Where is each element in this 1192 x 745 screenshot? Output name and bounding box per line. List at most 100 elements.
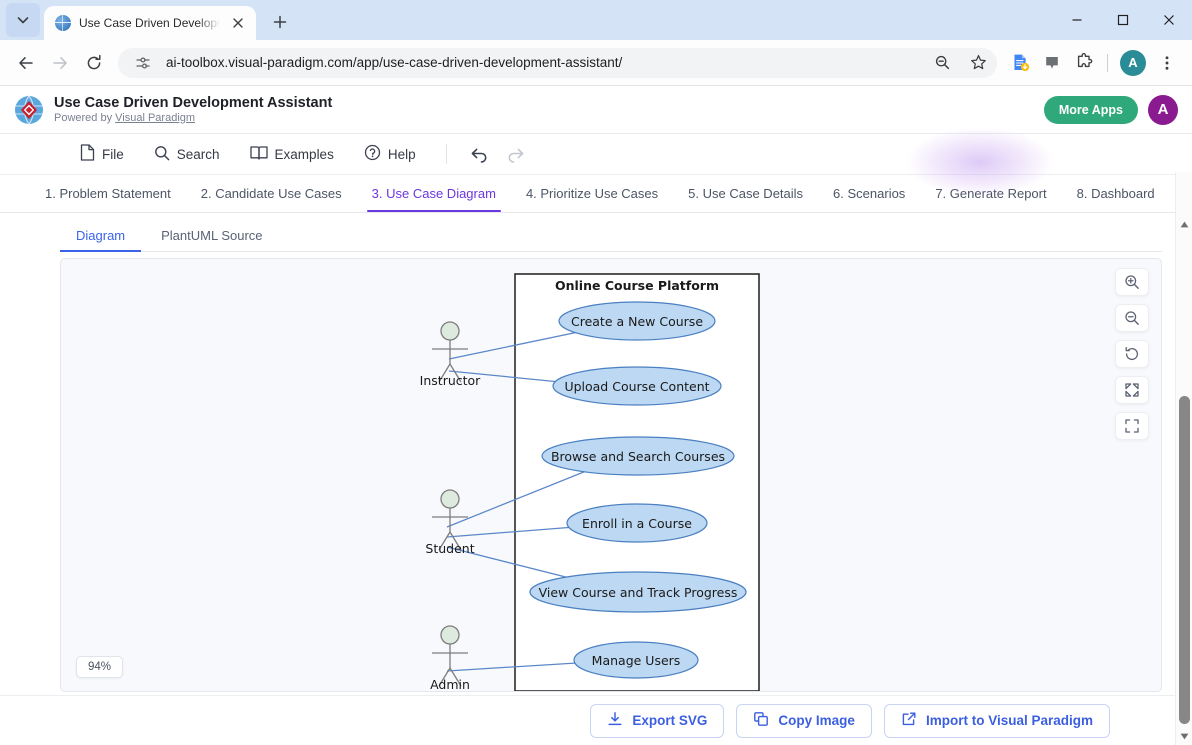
bookmark-star-icon[interactable] <box>965 50 991 76</box>
scroll-down-icon[interactable] <box>1176 728 1192 745</box>
forward-icon[interactable] <box>44 47 76 79</box>
use-case-diagram: Online Course Platform Create a New Cour… <box>420 273 760 692</box>
undo-icon[interactable] <box>463 139 497 169</box>
fullscreen-icon[interactable] <box>1115 412 1149 440</box>
actor-instructor[interactable] <box>432 321 468 383</box>
browser-tab-strip: Use Case Driven Development A <box>0 0 1192 40</box>
tab-problem-statement[interactable]: 1. Problem Statement <box>45 186 171 201</box>
new-tab-button[interactable] <box>266 8 294 36</box>
tag-icon[interactable] <box>1037 48 1067 78</box>
content-area: Diagram PlantUML Source Online Course Pl… <box>0 213 1192 705</box>
tab-dashboard[interactable]: 8. Dashboard <box>1076 186 1155 201</box>
use-case-ellipse[interactable] <box>558 301 716 341</box>
address-bar[interactable]: ai-toolbox.visual-paradigm.com/app/use-c… <box>118 47 997 78</box>
actor-nodes <box>432 321 468 687</box>
copy-icon <box>753 711 769 730</box>
system-boundary <box>514 273 760 691</box>
menu-item-label: Help <box>387 146 416 162</box>
use-case-label: Create a New Course <box>571 314 703 329</box>
system-title: Online Course Platform <box>555 278 719 293</box>
tab-search-button[interactable] <box>6 3 40 37</box>
search-icon <box>154 145 170 164</box>
use-case-label: Upload Course Content <box>564 379 709 394</box>
scroll-up-icon[interactable] <box>1176 216 1192 233</box>
use-case-label: Manage Users <box>592 653 681 668</box>
tab-plantuml-source[interactable]: PlantUML Source <box>161 228 263 243</box>
document-extension-icon[interactable] <box>1005 48 1035 78</box>
toolbar-divider <box>1107 53 1108 72</box>
actor-label: Student <box>425 541 474 556</box>
menu-item-search[interactable]: Search <box>140 140 234 169</box>
tab-diagram[interactable]: Diagram <box>60 221 142 252</box>
window-controls <box>1054 0 1192 40</box>
use-case-ellipse[interactable] <box>529 571 747 613</box>
visual-paradigm-link[interactable]: Visual Paradigm <box>115 111 196 124</box>
maximize-icon[interactable] <box>1100 0 1146 40</box>
menu-item-label: Examples <box>274 146 334 162</box>
tab-candidate-use-cases[interactable]: 2. Candidate Use Cases <box>200 186 342 201</box>
powered-by: Powered by Visual Paradigm <box>54 112 1034 125</box>
menu-item-label: File <box>102 146 124 162</box>
site-settings-icon[interactable] <box>130 50 156 76</box>
avatar[interactable]: A <box>1148 94 1178 125</box>
export-svg-button[interactable]: Export SVG <box>590 703 725 738</box>
tab-title: Use Case Driven Development A <box>79 16 220 30</box>
import-to-visual-paradigm-button[interactable]: Import to Visual Paradigm <box>883 703 1110 738</box>
menu-item-file[interactable]: File <box>66 139 138 169</box>
use-case-ellipse[interactable] <box>541 436 735 476</box>
use-case-ellipse[interactable] <box>552 366 722 406</box>
reset-rotate-icon[interactable] <box>1115 340 1149 368</box>
use-case-label: View Course and Track Progress <box>539 585 738 600</box>
menu-bar: File Search Examples Help <box>0 134 1192 175</box>
more-apps-button[interactable]: More Apps <box>1043 95 1138 124</box>
menu-item-examples[interactable]: Examples <box>236 140 348 168</box>
action-label: Import to Visual Paradigm <box>925 713 1093 728</box>
download-icon <box>607 711 623 730</box>
back-icon[interactable] <box>10 47 42 79</box>
reload-icon[interactable] <box>78 47 110 79</box>
page-title: Use Case Driven Development Assistant <box>54 94 333 111</box>
actor-student[interactable] <box>432 489 468 551</box>
fit-to-screen-icon[interactable] <box>1115 376 1149 404</box>
use-case-ellipse[interactable] <box>566 503 708 543</box>
app-root: Use Case Driven Development Assistant Po… <box>0 86 1192 745</box>
zoom-out-icon[interactable] <box>929 50 955 76</box>
use-case-label: Enroll in a Course <box>582 516 692 531</box>
extensions-puzzle-icon[interactable] <box>1069 48 1099 78</box>
use-case-ellipse[interactable] <box>573 641 699 679</box>
redo-icon[interactable] <box>499 139 533 169</box>
actor-admin[interactable] <box>432 625 468 687</box>
action-bar: Export SVG Copy Image Import to Visual P… <box>0 695 1192 745</box>
use-case-nodes: Create a New Course Upload Course Conten… <box>529 301 747 679</box>
page-scrollbar[interactable] <box>1175 172 1192 745</box>
zoom-out-icon[interactable] <box>1115 304 1149 332</box>
external-link-icon <box>901 711 917 730</box>
app-title-block: Use Case Driven Development Assistant Po… <box>54 95 1034 124</box>
browser-toolbar: ai-toolbox.visual-paradigm.com/app/use-c… <box>0 40 1192 86</box>
sub-tabs: Diagram PlantUML Source <box>60 221 1162 252</box>
zoom-level-badge: 94% <box>76 656 124 678</box>
url-text: ai-toolbox.visual-paradigm.com/app/use-c… <box>166 55 623 70</box>
tab-scenarios[interactable]: 6. Scenarios <box>833 186 906 201</box>
diagram-canvas[interactable]: Online Course Platform Create a New Cour… <box>60 258 1162 692</box>
action-label: Export SVG <box>632 713 708 728</box>
tab-generate-report[interactable]: 7. Generate Report <box>935 186 1047 201</box>
browser-profile-avatar[interactable]: A <box>1120 49 1146 76</box>
app-header: Use Case Driven Development Assistant Po… <box>0 86 1192 134</box>
window-close-icon[interactable] <box>1146 0 1192 40</box>
tab-prioritize-use-cases[interactable]: 4. Prioritize Use Cases <box>525 186 659 201</box>
zoom-in-icon[interactable] <box>1115 268 1149 296</box>
browser-menu-icon[interactable] <box>1152 48 1182 78</box>
scrollbar-thumb[interactable] <box>1179 396 1190 724</box>
tab-use-case-diagram[interactable]: 3. Use Case Diagram <box>357 175 511 212</box>
copy-image-button[interactable]: Copy Image <box>736 703 872 738</box>
browser-tab[interactable]: Use Case Driven Development A <box>44 6 256 40</box>
menu-divider <box>445 144 447 164</box>
help-circle-icon <box>364 144 381 164</box>
minimize-icon[interactable] <box>1054 0 1100 40</box>
close-icon[interactable] <box>228 13 248 33</box>
tab-use-case-details[interactable]: 5. Use Case Details <box>688 186 804 201</box>
actor-label: Admin <box>430 677 470 692</box>
menu-item-help[interactable]: Help <box>350 139 430 169</box>
actor-label: Instructor <box>420 373 482 388</box>
